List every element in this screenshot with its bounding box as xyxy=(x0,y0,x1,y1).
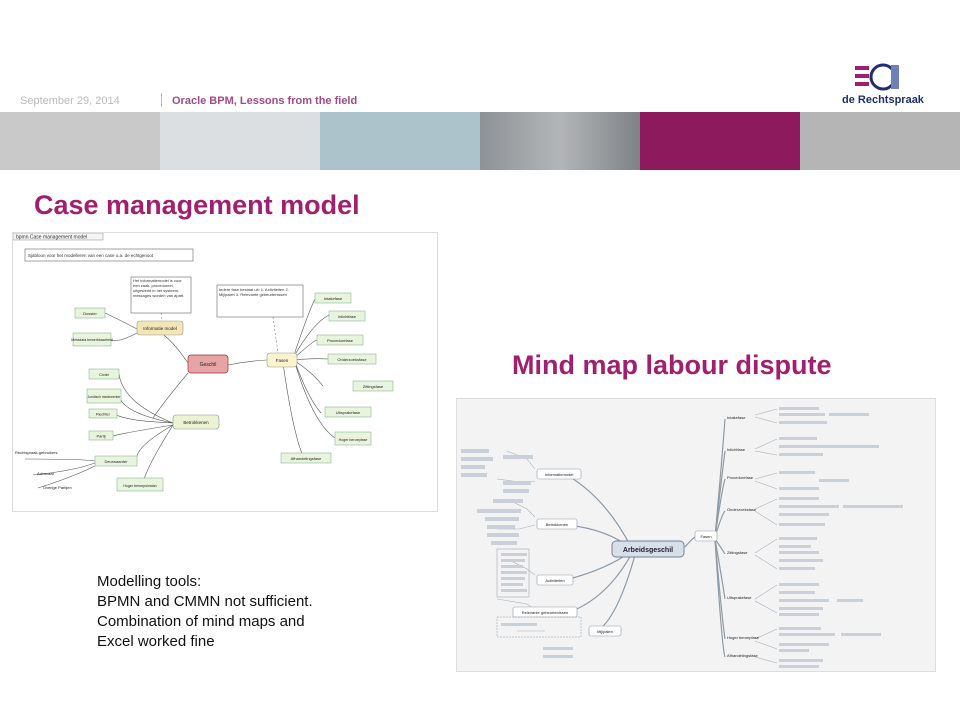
mm-leaf-group xyxy=(496,548,530,598)
mm-branch xyxy=(536,518,578,530)
mm-phase-label: Uitsprakefase xyxy=(727,595,752,600)
hub-info-label: Informatie model xyxy=(143,326,177,331)
cm-node-label: Rechter xyxy=(96,412,111,417)
mm-branch-label: Activiteiten xyxy=(545,578,564,583)
frame-tab xyxy=(13,233,104,241)
cm-node xyxy=(116,477,164,492)
note-line: BPMN and CMMN not sufficient. xyxy=(97,593,313,610)
mind-map-diagram: Arbeidsgeschil Informatiemodel Betrokken… xyxy=(456,398,936,672)
mm-phase-label: Intakefase xyxy=(727,415,746,420)
mm-center-label: Arbeidsgeschil xyxy=(623,547,673,554)
mm-branch xyxy=(536,468,582,480)
mm-branch xyxy=(536,574,574,586)
cm-node-label: Dossier xyxy=(83,311,97,316)
cm-node-label: Partij xyxy=(96,434,105,439)
note-mid-fo: Het informatiemodel is voor een zaak. pr… xyxy=(133,278,185,298)
case-center-node xyxy=(187,354,229,374)
note-top-text: Sjabloon voor het modelleren van een cas… xyxy=(28,253,154,258)
cm-node-label: Procedurefase xyxy=(327,338,354,343)
note-top xyxy=(24,248,194,262)
hub-info-node xyxy=(136,320,184,336)
cm-node-label: Intakefase xyxy=(324,296,343,301)
mm-right-hub-label: Fasen xyxy=(700,534,711,539)
mm-phase-label: Zittingsfase xyxy=(727,550,748,555)
cm-node-label: Zittingsfase xyxy=(363,384,384,389)
banner-band xyxy=(320,112,480,170)
cm-node xyxy=(86,388,122,404)
mm-phase-label: Onderzoeksfase xyxy=(727,507,757,512)
mm-phase-label: Procedurefase xyxy=(727,475,754,480)
cm-node-label: Civiel xyxy=(99,372,109,377)
cm-node-label: Uitsprakefase xyxy=(336,410,361,415)
rechtspraak-logo-icon xyxy=(855,63,899,91)
cm-node-label: Juridisch medewerker xyxy=(88,395,122,399)
mm-phase-label: Hoger beroepfase xyxy=(727,635,760,640)
mm-branch-label: Mijlpalen xyxy=(597,629,613,634)
cm-node xyxy=(94,455,138,467)
cm-node-label: Deurwaarder xyxy=(104,459,128,464)
hub-betrokkenen-label: Betrokkenen xyxy=(183,420,209,425)
mm-phase-label: Afhandelingsfase xyxy=(727,653,758,658)
note-line: Excel worked fine xyxy=(97,633,215,650)
case-management-diagram: bpmn Case management model Sjabloon voor… xyxy=(12,232,438,512)
mind-map-heading: Mind map labour dispute xyxy=(512,350,832,380)
cm-node xyxy=(280,452,332,464)
mm-center-node xyxy=(611,540,685,558)
note-line: Combination of mind maps and xyxy=(97,613,305,630)
banner-band xyxy=(160,112,320,170)
cm-node xyxy=(334,431,372,446)
cm-node xyxy=(88,430,114,441)
cm-node xyxy=(88,408,118,419)
header-title: Oracle BPM, Lessons from the field xyxy=(172,95,358,107)
modelling-notes: Modelling tools: BPMN and CMMN not suffi… xyxy=(97,572,313,652)
cm-node-label: Afhandelingsfase xyxy=(291,456,322,461)
note-right xyxy=(216,284,304,318)
hub-betrokkenen-node xyxy=(172,414,220,430)
cm-node xyxy=(72,332,112,347)
frame-label: bpmn Case management model xyxy=(16,235,87,241)
note-line: Modelling tools: xyxy=(97,573,202,590)
cm-node xyxy=(327,353,377,365)
header-separator xyxy=(161,93,162,107)
note-mid-text: Het informatiemodel is voor een zaak. pr… xyxy=(133,278,185,298)
case-model-heading: Case management model xyxy=(34,190,360,220)
header-date: September 29, 2014 xyxy=(20,95,120,107)
cm-node-label: Hoger beroepfase xyxy=(339,438,368,442)
hub-fasen-node xyxy=(266,352,298,368)
mm-phase-label: Inlichtfase xyxy=(727,447,746,452)
cm-node xyxy=(88,368,120,380)
case-center-label: Geschil xyxy=(200,362,217,368)
cm-node xyxy=(352,380,394,392)
banner-band xyxy=(480,112,640,170)
cm-node-label: Metadata bewerkbaarheid xyxy=(71,338,113,342)
mm-leaf-group xyxy=(496,616,582,638)
logo-text: de Rechtspraak xyxy=(842,94,924,106)
cm-extra-label: Rechtspraak-gebruikers xyxy=(15,450,57,455)
hub-fasen-label: Fasen xyxy=(276,358,289,363)
cm-node-label: Inlichtfase xyxy=(338,314,357,319)
banner-band xyxy=(640,112,800,170)
cm-node xyxy=(324,406,372,418)
banner-band xyxy=(0,112,160,170)
note-right-text: Iedere fase bestaat uit: 1. Activiteiten… xyxy=(219,287,289,297)
header-banner xyxy=(0,112,960,170)
cm-node xyxy=(316,334,364,346)
cm-node xyxy=(74,307,106,319)
cm-extra-label: Overige Partijen xyxy=(43,485,72,490)
note-mid xyxy=(130,276,192,314)
mm-branch-label: Relevante gebeurtenissen xyxy=(522,610,568,615)
mm-branch xyxy=(588,625,622,637)
cm-extra-label: Advocaat xyxy=(37,471,55,476)
cm-node-label: Hoger beroepsinstan xyxy=(123,484,156,488)
mm-right-hub xyxy=(694,530,718,542)
cm-node xyxy=(314,292,352,304)
mm-branch-label: Informatiemodel xyxy=(545,472,574,477)
note-right-fo: Iedere fase bestaat uit: 1. Activiteiten… xyxy=(219,287,289,297)
mm-branch-label: Betrokkenen xyxy=(546,522,568,527)
banner-band xyxy=(800,112,960,170)
cm-node xyxy=(328,310,366,322)
cm-node-label: Onderzoeksfase xyxy=(337,357,367,362)
